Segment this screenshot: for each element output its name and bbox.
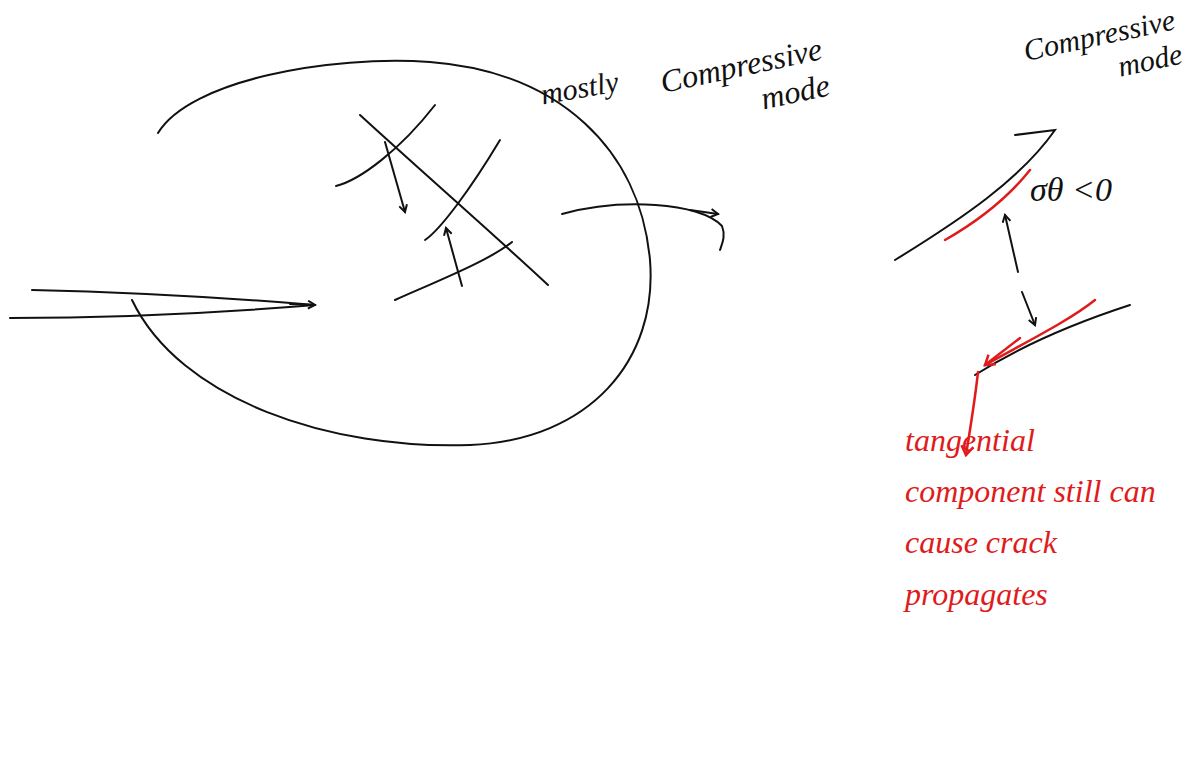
sigma-arrow bbox=[1005, 215, 1018, 272]
callout-note: tangential component still can cause cra… bbox=[905, 415, 1175, 620]
zoom-arrow bbox=[690, 210, 718, 214]
note-label: mostly bbox=[538, 64, 621, 112]
crack-upper bbox=[32, 290, 315, 305]
stress-label: σθ <0 bbox=[1030, 170, 1112, 209]
mode-label: Compressive mode bbox=[622, 30, 833, 144]
crack-line bbox=[395, 242, 512, 300]
stress-arrow bbox=[446, 228, 462, 286]
sigma-arrow bbox=[1022, 292, 1035, 325]
tangential-arrow bbox=[985, 338, 1020, 365]
contact-segment bbox=[985, 300, 1095, 365]
crack-lower bbox=[10, 305, 315, 318]
crack-line bbox=[360, 115, 548, 285]
crack-line bbox=[425, 140, 500, 240]
contact-segment bbox=[945, 170, 1030, 240]
crack-face-lower bbox=[975, 305, 1130, 375]
mode-label: Compressive mode bbox=[990, 3, 1185, 109]
zoom-arrow bbox=[562, 204, 724, 250]
crack-arrow bbox=[290, 304, 315, 305]
process-zone bbox=[132, 61, 651, 445]
stress-arrow bbox=[385, 142, 405, 212]
